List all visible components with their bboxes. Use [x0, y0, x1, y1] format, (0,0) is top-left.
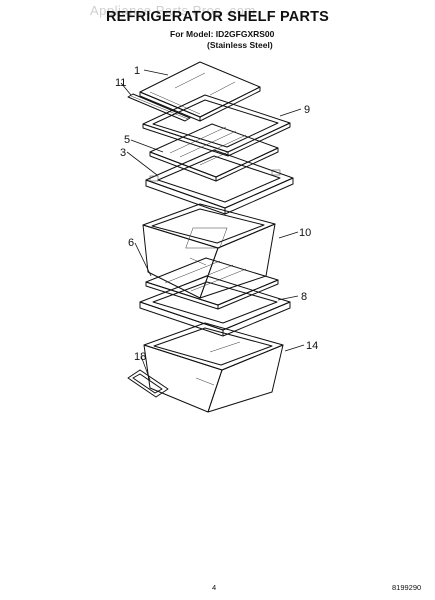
document-number: 8199290 — [392, 583, 422, 592]
part-shelf-frame — [142, 94, 291, 157]
callout-8: 8 — [301, 291, 307, 303]
callout-14: 14 — [306, 340, 318, 352]
callout-5: 5 — [124, 134, 130, 146]
page-number: 4 — [212, 583, 217, 592]
callout-3: 3 — [120, 147, 126, 159]
model-line: For Model: ID2GFGXRS00 — [170, 29, 275, 39]
page-title: REFRIGERATOR SHELF PARTS — [105, 9, 330, 25]
part-control-label — [127, 369, 169, 398]
part-lower-crisper-drawer — [143, 322, 284, 413]
callout-1: 1 — [134, 65, 140, 77]
part-glass-shelf — [139, 61, 261, 122]
callout-6: 6 — [128, 237, 134, 249]
part-crisper-cover-frame — [145, 149, 294, 215]
callout-9: 9 — [304, 104, 310, 116]
part-lower-cover-frame — [139, 275, 291, 337]
callout-11: 11 — [115, 77, 126, 89]
variant-line: (Stainless Steel) — [207, 40, 273, 50]
watermark: Appliance Parts Pros .com — [90, 3, 256, 18]
leader-lines — [120, 69, 305, 381]
callout-10: 10 — [299, 227, 311, 239]
part-cover-glass — [149, 123, 279, 182]
callout-18: 18 — [134, 351, 146, 363]
